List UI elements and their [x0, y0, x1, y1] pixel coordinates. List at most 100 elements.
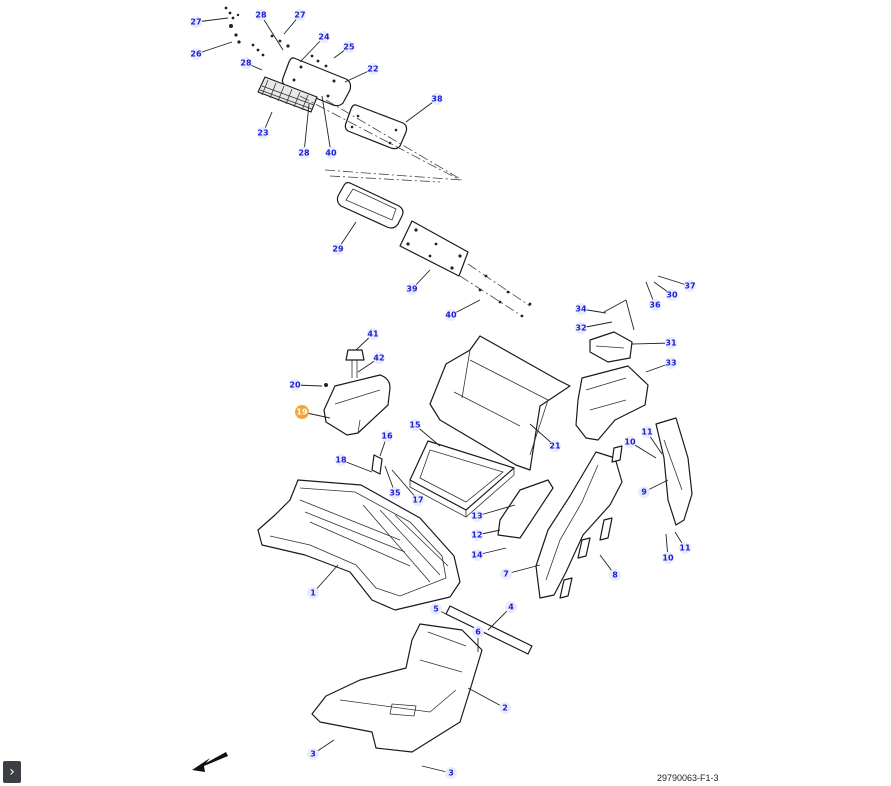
floor-mat-1 — [257, 479, 461, 611]
callout-background — [255, 9, 267, 21]
callout-background — [381, 430, 393, 442]
callout-36[interactable]: 36 — [649, 299, 661, 311]
callout-10[interactable]: 10 — [662, 552, 674, 564]
leader-line — [476, 504, 516, 517]
callout-number: 28 — [298, 149, 310, 158]
duct-13 — [497, 479, 554, 539]
callout-number: 32 — [575, 324, 586, 333]
callout-39[interactable]: 39 — [406, 283, 418, 295]
callout-number: 3 — [448, 769, 454, 778]
callout-number: 14 — [471, 551, 483, 560]
callout-23[interactable]: 23 — [257, 127, 269, 139]
callout-8[interactable]: 8 — [609, 569, 621, 581]
leader-line — [631, 342, 672, 345]
callout-background — [190, 16, 202, 28]
callout-22[interactable]: 22 — [367, 63, 379, 75]
expand-panel-button[interactable]: › — [3, 761, 21, 783]
callout-41[interactable]: 41 — [367, 328, 379, 340]
callout-18[interactable]: 18 — [335, 454, 347, 466]
callout-40[interactable]: 40 — [325, 147, 337, 159]
callout-7[interactable]: 7 — [500, 568, 512, 580]
callout-number: 31 — [665, 339, 677, 348]
callout-11[interactable]: 11 — [679, 542, 691, 554]
drawing-number: 29790063-F1-3 — [657, 773, 719, 783]
callout-3[interactable]: 3 — [445, 767, 457, 779]
callout-number: 38 — [431, 95, 443, 104]
callout-4[interactable]: 4 — [505, 601, 517, 613]
callout-28[interactable]: 28 — [240, 57, 252, 69]
callout-27[interactable]: 27 — [294, 9, 306, 21]
callout-number: 9 — [641, 488, 647, 497]
callout-5[interactable]: 5 — [430, 603, 442, 615]
callout-12[interactable]: 12 — [471, 529, 483, 541]
callout-9[interactable]: 9 — [638, 486, 650, 498]
callout-19[interactable]: 19 — [295, 405, 309, 419]
callout-background — [294, 9, 306, 21]
callout-6[interactable]: 6 — [472, 626, 484, 638]
callout-number: 33 — [665, 359, 676, 368]
callout-background — [240, 57, 252, 69]
callout-17[interactable]: 17 — [412, 494, 424, 506]
callout-number: 16 — [381, 432, 393, 441]
callout-11[interactable]: 11 — [641, 426, 653, 438]
callout-13[interactable]: 13 — [471, 510, 483, 522]
callout-background — [307, 587, 319, 599]
callout-number: 8 — [612, 571, 618, 580]
callout-background — [505, 601, 517, 613]
callout-number: 26 — [190, 50, 202, 59]
callout-background — [367, 328, 379, 340]
callout-background — [665, 337, 677, 349]
callout-32[interactable]: 32 — [575, 322, 587, 334]
callout-31[interactable]: 31 — [665, 337, 677, 349]
callout-28[interactable]: 28 — [298, 147, 310, 159]
callout-29[interactable]: 29 — [332, 243, 344, 255]
callout-42[interactable]: 42 — [373, 352, 385, 364]
callout-background — [412, 494, 424, 506]
callout-number: 34 — [575, 305, 587, 314]
callout-25[interactable]: 25 — [343, 41, 355, 53]
callout-33[interactable]: 33 — [665, 357, 677, 369]
callout-26[interactable]: 26 — [190, 48, 202, 60]
callout-background — [641, 426, 653, 438]
rod-34 — [603, 299, 635, 331]
callout-38[interactable]: 38 — [431, 93, 443, 105]
callout-30[interactable]: 30 — [666, 289, 678, 301]
callout-14[interactable]: 14 — [471, 549, 483, 561]
callout-3[interactable]: 3 — [307, 748, 319, 760]
callout-number: 20 — [289, 381, 301, 390]
callout-15[interactable]: 15 — [409, 419, 421, 431]
callout-2[interactable]: 2 — [499, 702, 511, 714]
callout-background — [343, 41, 355, 53]
callout-34[interactable]: 34 — [575, 303, 587, 315]
mounting-plate-22 — [281, 57, 352, 107]
callout-37[interactable]: 37 — [684, 280, 696, 292]
callout-background — [684, 280, 696, 292]
callout-28[interactable]: 28 — [255, 9, 267, 21]
callout-background — [325, 147, 337, 159]
floor-plate-2 — [311, 623, 483, 753]
callout-number: 39 — [406, 285, 418, 294]
callout-35[interactable]: 35 — [389, 487, 401, 499]
callout-number: 7 — [503, 570, 509, 579]
callout-background — [662, 552, 674, 564]
callout-21[interactable]: 21 — [549, 440, 561, 452]
callout-background — [609, 569, 621, 581]
leader-line — [321, 95, 332, 154]
bracket-31 — [589, 331, 633, 363]
callout-40[interactable]: 40 — [445, 309, 457, 321]
callout-27[interactable]: 27 — [190, 16, 202, 28]
rear-panel-21 — [429, 335, 571, 471]
callout-number: 2 — [502, 704, 508, 713]
callout-10[interactable]: 10 — [624, 436, 636, 448]
leader-line — [467, 687, 506, 709]
centre-lines-top — [299, 95, 463, 183]
callout-background — [638, 486, 650, 498]
callout-20[interactable]: 20 — [289, 379, 301, 391]
leader-line — [303, 103, 310, 154]
callout-number: 15 — [409, 421, 421, 430]
callout-24[interactable]: 24 — [318, 31, 330, 43]
callout-number: 11 — [641, 428, 653, 437]
callout-16[interactable]: 16 — [381, 430, 393, 442]
callout-1[interactable]: 1 — [307, 587, 319, 599]
